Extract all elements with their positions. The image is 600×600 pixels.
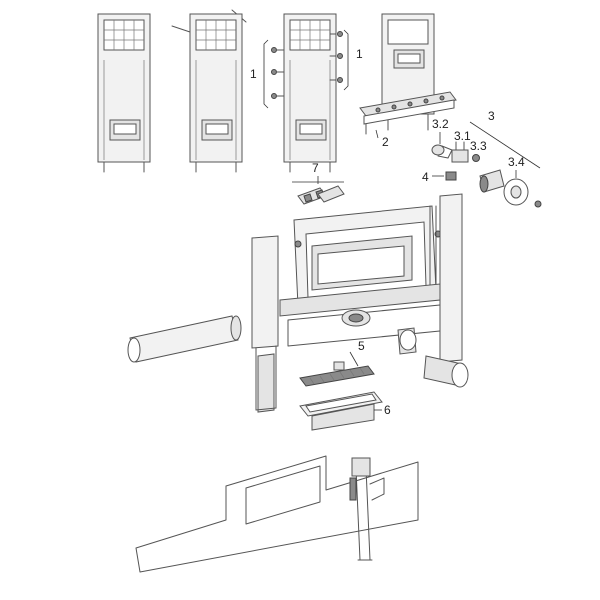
floor-template-panel [135, 455, 419, 573]
label-2: 2 [382, 135, 389, 149]
label-1-right: 1 [356, 47, 363, 61]
leader-3 [469, 121, 541, 169]
label-3-2: 3.2 [432, 117, 449, 131]
siphon-tube [349, 457, 385, 561]
screw-set-left [263, 39, 285, 109]
screw-set-right [329, 29, 349, 91]
label-3-4: 3.4 [508, 155, 525, 169]
label-3: 3 [488, 109, 495, 123]
flush-pipe-left [127, 315, 242, 363]
mounting-rail [359, 91, 457, 135]
part-7-clips [297, 185, 345, 205]
label-4: 4 [422, 170, 429, 184]
part-3-1-valve [451, 141, 469, 163]
part-3-3-nut [472, 154, 480, 162]
installation-frame-variant-c [283, 13, 337, 173]
label-1-left: 1 [250, 67, 257, 81]
label-6: 6 [384, 403, 391, 417]
part-3-4-rosette [503, 178, 542, 208]
part-5-drain-cover [299, 361, 375, 387]
drain-elbow [397, 327, 469, 388]
part-4-fitting [445, 171, 457, 181]
label-3-1: 3.1 [454, 129, 471, 143]
pipe-stub [479, 169, 505, 193]
left-support-leg [251, 235, 279, 413]
part-6-drain-body [299, 391, 383, 431]
label-3-3: 3.3 [470, 139, 487, 153]
installation-frame-variant-b [171, 9, 247, 173]
main-installation-frame [279, 205, 451, 347]
label-5: 5 [358, 339, 365, 353]
installation-frame-variant-a [97, 13, 151, 173]
label-7: 7 [312, 161, 319, 175]
right-support-leg [439, 193, 463, 363]
part-3-2-connector [431, 144, 453, 159]
